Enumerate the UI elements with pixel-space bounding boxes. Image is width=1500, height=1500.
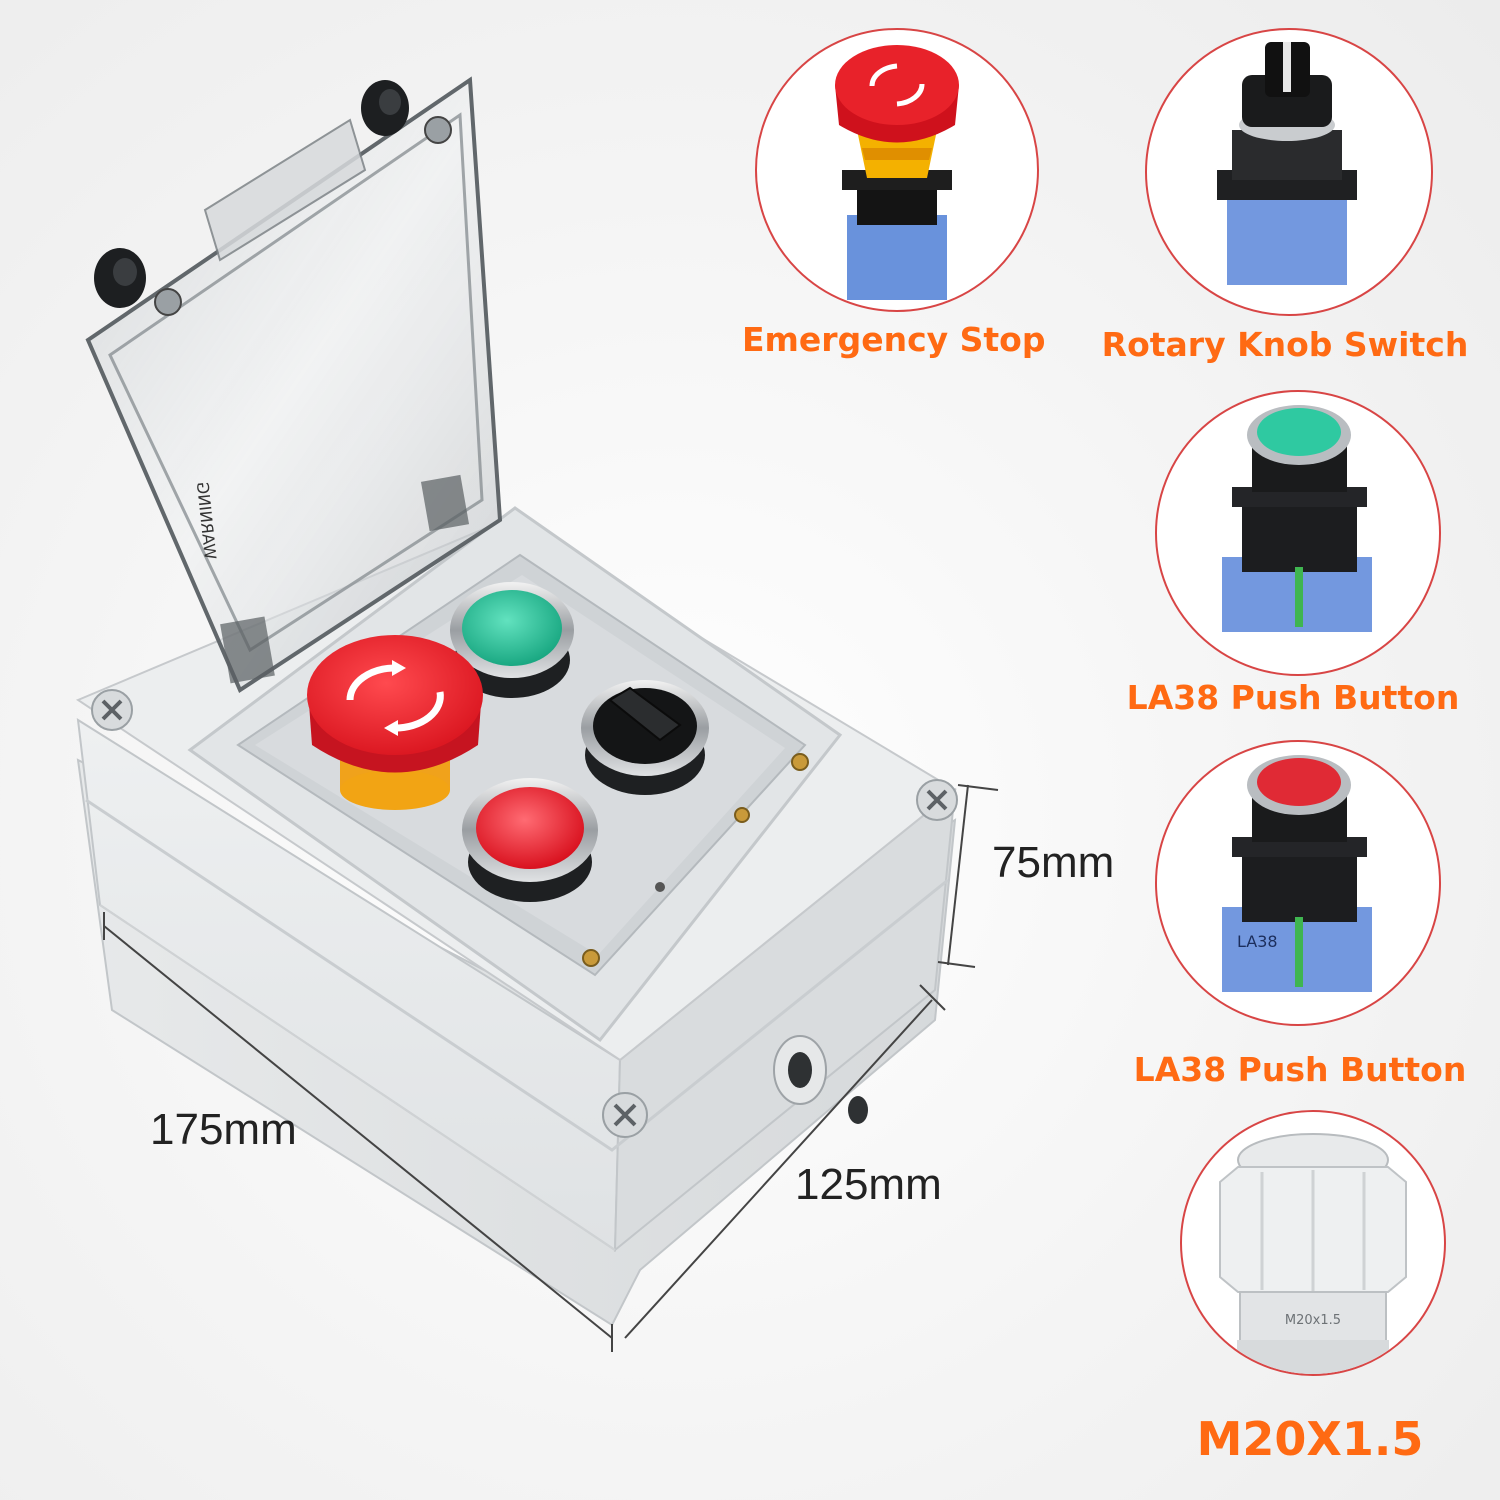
gland-thread-mark: M20x1.5: [1285, 1313, 1341, 1328]
emergency-stop-button[interactable]: [307, 635, 483, 810]
red-push-button-icon: LA38: [1222, 755, 1372, 992]
la38-block-mark: LA38: [1237, 932, 1278, 951]
width-dimension: 125mm: [795, 1160, 942, 1209]
emergency-stop-label: Emergency Stop: [742, 320, 1046, 359]
emergency-stop-thumbnail: [755, 28, 1039, 312]
red-push-button[interactable]: [462, 778, 598, 902]
lid-knob-right: [361, 80, 409, 136]
red-push-button-label: LA38 Push Button: [1133, 1050, 1467, 1089]
cable-gland-label: M20X1.5: [1196, 1412, 1424, 1466]
cable-gland-icon: M20x1.5: [1219, 1133, 1407, 1374]
rotary-knob-thumbnail: [1145, 28, 1433, 316]
height-dimension: 75mm: [992, 838, 1115, 887]
cable-gland-thumbnail: M20x1.5: [1180, 1110, 1446, 1376]
green-push-button-thumbnail: [1155, 390, 1441, 676]
green-push-button-icon: [1222, 405, 1372, 632]
green-push-button[interactable]: [450, 582, 574, 698]
dimension-lines: [103, 784, 999, 1352]
green-push-button-label: LA38 Push Button: [1126, 678, 1460, 717]
rotary-knob-icon: [1217, 42, 1357, 285]
rotary-selector-switch[interactable]: [581, 680, 709, 795]
emergency-stop-icon: [835, 45, 959, 300]
red-push-button-thumbnail: LA38: [1155, 740, 1441, 1026]
rotary-knob-label: Rotary Knob Switch: [1101, 325, 1469, 364]
lid-knob-left: [94, 248, 146, 308]
length-dimension: 175mm: [150, 1105, 297, 1154]
corner-screws: [91, 689, 958, 1138]
